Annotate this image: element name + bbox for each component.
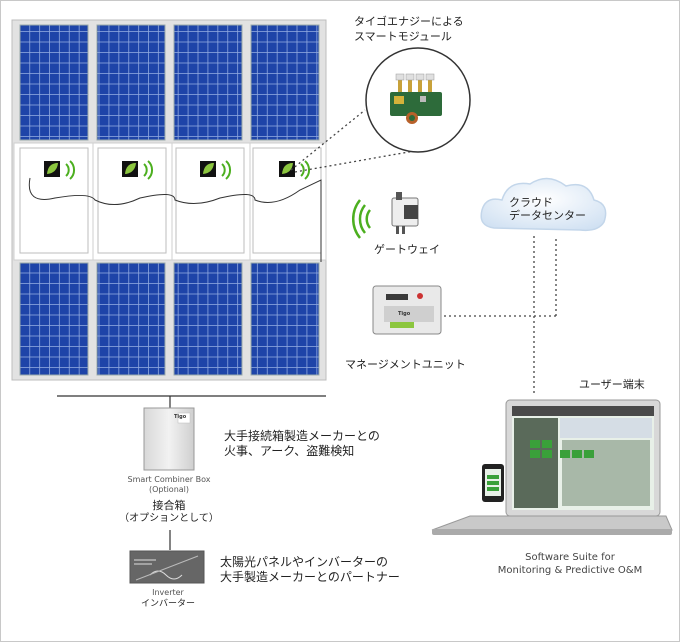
smart-module-3: [200, 160, 232, 180]
cloud-icon: [480, 177, 607, 232]
cloud-label-line2: データセンター: [509, 209, 586, 222]
combiner-name-jp-line2: （オプションとして）: [119, 513, 219, 524]
combiner-name-jp-line1: 接合箱: [152, 499, 186, 512]
zoom-line-top: [290, 109, 366, 171]
gateway-label: ゲートウェイ: [374, 243, 440, 256]
inverter-description-line2: 大手製造メーカーとのパートナー: [220, 570, 400, 584]
zoom-line-bottom: [294, 149, 421, 173]
management-unit-badge: Tigo: [398, 311, 411, 317]
management-unit-device: [372, 285, 442, 335]
inverter-name-en: Inverter: [152, 588, 184, 597]
software-label-line2: Monitoring & Predictive O&M: [497, 565, 643, 576]
combiner-name-en-line2: (Optional): [148, 485, 190, 494]
gateway-device: [351, 192, 419, 239]
management-unit-label: マネージメントユニット: [345, 358, 466, 371]
user-terminal-label: ユーザー端末: [579, 378, 645, 391]
inverter-name-jp: インバーター: [140, 599, 195, 609]
smart-module-closeup: [365, 47, 471, 153]
phone-terminal: [482, 464, 504, 502]
smart-module-1: [44, 160, 76, 180]
software-label-line1: Software Suite for: [525, 552, 615, 563]
combiner-box-device: [143, 407, 195, 471]
combiner-badge: Tigo: [174, 414, 187, 420]
smart-module-2: [122, 160, 154, 180]
inverter-description-line1: 太陽光パネルやインバーターの: [220, 555, 389, 569]
combiner-description-line2: 火事、アーク、盗難検知: [224, 444, 355, 458]
combiner-description-line1: 大手接続箱製造メーカーとの: [224, 429, 380, 443]
cloud-label-line1: クラウド: [509, 196, 553, 209]
smart-module-label-line1: タイゴエナジーによる: [354, 15, 464, 28]
smart-module-label-line2: スマートモジュール: [354, 30, 452, 43]
inverter-device: [129, 550, 205, 584]
smart-module-4: [279, 160, 311, 180]
solar-array: [11, 19, 327, 381]
laptop-terminal: [431, 399, 673, 535]
combiner-name-en-line1: Smart Combiner Box: [127, 475, 211, 484]
